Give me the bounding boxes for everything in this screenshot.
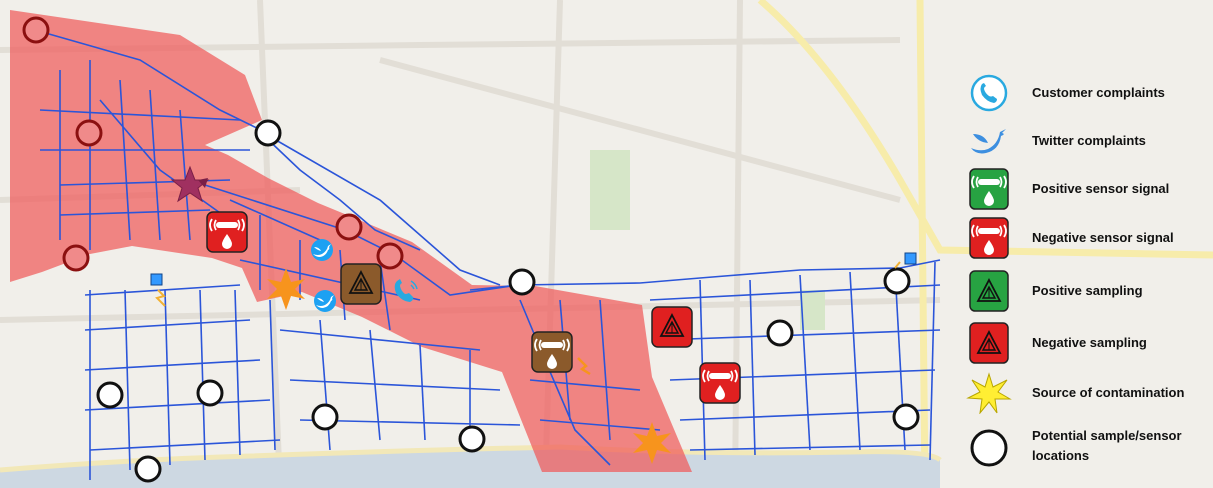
legend-label: Negative sampling	[1032, 335, 1147, 350]
legend-item-negative-sensor: Negative sensor signal	[960, 215, 1213, 261]
potential-location-circle	[134, 455, 162, 483]
contaminated-location-circle	[335, 213, 363, 241]
star-burst-icon	[966, 372, 1012, 414]
legend-item-positive-sampling: Positive sampling	[960, 268, 1213, 314]
park-area	[800, 290, 825, 330]
contaminated-location-circle	[75, 119, 103, 147]
contaminated-location-markers	[22, 16, 404, 272]
twitter-complaint-marker	[314, 290, 336, 312]
contaminated-location-circle	[376, 242, 404, 270]
contaminated-location-circle	[22, 16, 50, 44]
sampling-marker	[340, 263, 382, 305]
legend-item-twitter-complaints: Twitter complaints	[960, 118, 1213, 164]
legend-item-positive-sensor: Positive sensor signal	[960, 166, 1213, 212]
legend-label: Positive sensor signal	[1032, 181, 1170, 196]
potential-location-circle	[766, 319, 794, 347]
potential-location-circle	[508, 268, 536, 296]
source-contamination-star	[633, 422, 671, 464]
sensor-marker	[531, 331, 573, 373]
potential-location-circle	[254, 119, 282, 147]
legend-label: Source of contamination	[1032, 385, 1185, 400]
potential-location-circle	[196, 379, 224, 407]
potential-location-circle	[458, 425, 486, 453]
legend-label-line2: locations	[1032, 448, 1090, 463]
legend-label: Customer complaints	[1032, 85, 1165, 100]
source-contamination-star	[267, 268, 305, 310]
potential-location-circle	[311, 403, 339, 431]
bolt-marker	[577, 357, 591, 376]
coastal-road	[0, 444, 942, 473]
potential-location-markers	[96, 119, 920, 483]
legend-label: Twitter complaints	[1032, 133, 1146, 148]
base-map-main-road	[757, 0, 1213, 488]
sampling-triangle-icon	[969, 270, 1009, 312]
twitter-bird-icon	[971, 129, 1006, 154]
twitter-complaint-marker	[311, 239, 333, 261]
open-circle-icon	[970, 429, 1008, 467]
potential-location-circle	[883, 267, 911, 295]
sensor-icon	[969, 217, 1009, 259]
legend-item-customer-complaints: Customer complaints	[960, 70, 1213, 116]
legend-label-multiline: Potential sample/sensor locations	[1032, 426, 1182, 466]
potential-location-circle	[96, 381, 124, 409]
legend-item-source-contamination: Source of contamination	[960, 370, 1213, 416]
legend-label: Negative sensor signal	[1032, 230, 1174, 245]
negative-sensor-marker	[699, 362, 741, 404]
potential-location-circle	[892, 403, 920, 431]
valve-marker	[150, 273, 166, 307]
valve-marker	[894, 252, 917, 269]
sampling-triangle-icon	[969, 322, 1009, 364]
phone-icon	[970, 74, 1008, 112]
sensor-icon	[969, 168, 1009, 210]
legend-item-negative-sampling: Negative sampling	[960, 320, 1213, 366]
contaminated-location-circle	[62, 244, 90, 272]
incident-marker	[198, 178, 208, 188]
negative-sampling-marker	[651, 306, 693, 348]
legend-label-line1: Potential sample/sensor	[1032, 428, 1182, 443]
customer-complaint-marker	[394, 279, 418, 302]
park-area	[590, 150, 630, 230]
legend-item-potential-locations: Potential sample/sensor locations	[960, 425, 1213, 471]
negative-sensor-marker	[206, 211, 248, 253]
legend-label: Positive sampling	[1032, 283, 1143, 298]
